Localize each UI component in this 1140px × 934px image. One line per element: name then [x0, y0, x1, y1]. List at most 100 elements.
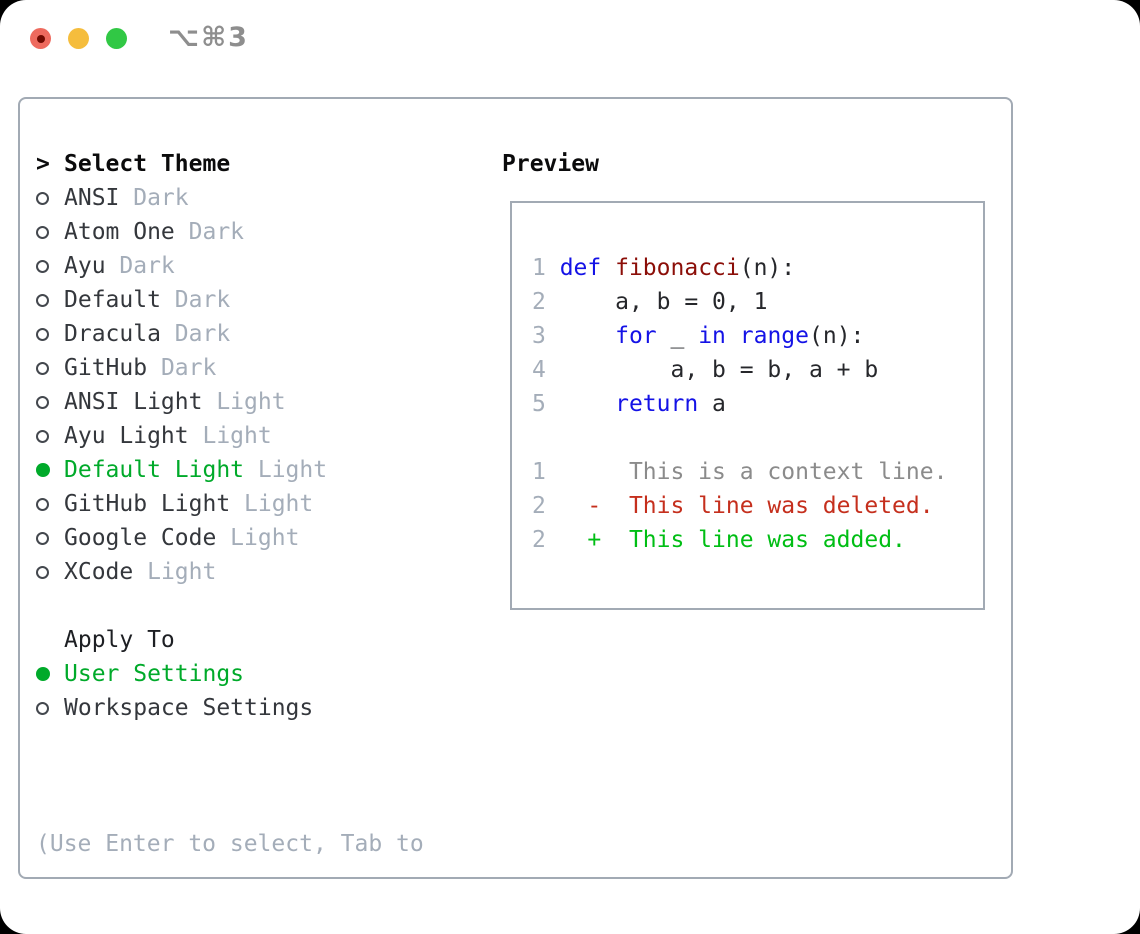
- variant-label: Dark: [160, 321, 231, 347]
- line-number: 4: [532, 357, 560, 383]
- variant-label: Light: [230, 491, 314, 517]
- option-label: Default Light: [64, 457, 245, 483]
- help-line-2: change focus): [36, 929, 496, 934]
- line-number: 2: [532, 493, 560, 519]
- code-line: 3 for _ in range(n):: [532, 319, 983, 353]
- minimize-button[interactable]: [68, 28, 89, 49]
- line-number: 2: [532, 527, 560, 553]
- code-line: 5 return a: [532, 387, 983, 421]
- help-text: (Use Enter to select, Tab to change focu…: [36, 759, 496, 934]
- radio-icon: [36, 191, 64, 205]
- titlebar: ⌥⌘3: [0, 0, 1140, 76]
- theme-option[interactable]: ANSI Dark: [36, 181, 496, 215]
- theme-option[interactable]: XCode Light: [36, 555, 496, 589]
- theme-option[interactable]: GitHub Light Light: [36, 487, 496, 521]
- theme-option[interactable]: GitHub Dark: [36, 351, 496, 385]
- focus-arrow-icon: >: [36, 151, 50, 177]
- variant-label: Light: [133, 559, 217, 585]
- radio-icon: [36, 225, 64, 239]
- code-segment-keyword: return: [615, 391, 699, 417]
- theme-option[interactable]: ANSI Light Light: [36, 385, 496, 419]
- option-label: GitHub: [64, 355, 148, 381]
- radio-icon: [36, 327, 64, 341]
- window-title: ⌥⌘3: [168, 22, 249, 53]
- code-line: 2 - This line was deleted.: [532, 489, 983, 523]
- option-label: Ayu Light: [64, 423, 189, 449]
- spacer: [36, 589, 496, 623]
- option-label: Ayu: [64, 253, 106, 279]
- radio-icon: [36, 565, 64, 579]
- code-segment-keyword: def: [559, 255, 602, 281]
- variant-label: Light: [202, 389, 286, 415]
- line-number: 1: [532, 255, 560, 281]
- option-label: Dracula: [64, 321, 161, 347]
- line-number: 1: [532, 459, 560, 485]
- code-segment-plain: [726, 323, 740, 349]
- option-label: Default: [64, 287, 161, 313]
- select-theme-header: > Select Theme: [36, 147, 496, 181]
- variant-label: Light: [188, 423, 272, 449]
- help-line-1: (Use Enter to select, Tab to: [36, 831, 424, 857]
- variant-label: Dark: [105, 253, 175, 279]
- radio-icon: [36, 429, 64, 443]
- variant-label: Dark: [147, 355, 217, 381]
- radio-icon: [36, 531, 64, 545]
- code-segment-keyword: in: [698, 323, 726, 349]
- code-line: [532, 421, 983, 455]
- zoom-button[interactable]: [106, 28, 127, 49]
- radio-icon: [36, 361, 64, 375]
- line-number: 3: [532, 323, 560, 349]
- theme-option[interactable]: Ayu Dark: [36, 249, 496, 283]
- option-label: Atom One: [64, 219, 175, 245]
- variant-label: Dark: [160, 287, 231, 313]
- theme-option[interactable]: Default Light Light: [36, 453, 496, 487]
- radio-icon: [36, 293, 64, 307]
- code-segment-plain: a, b = 0, 1: [559, 289, 768, 315]
- radio-selected-icon: [36, 667, 64, 681]
- option-label: Google Code: [64, 525, 217, 551]
- option-label: XCode: [64, 559, 134, 585]
- code-segment-plain: (n):: [809, 323, 865, 349]
- code-segment-keyword: range: [739, 323, 809, 349]
- select-theme-title: Select Theme: [64, 151, 231, 177]
- code-segment-plain: [560, 323, 615, 349]
- code-segment-keyword: for: [615, 323, 657, 349]
- code-segment-plain: a, b = b, a + b: [559, 357, 879, 383]
- option-label: ANSI Light: [64, 389, 203, 415]
- code-segment-plain: _: [656, 323, 699, 349]
- code-segment-plain: (n):: [739, 255, 796, 281]
- close-button[interactable]: [30, 28, 51, 49]
- apply-to-header: Apply To: [36, 623, 496, 657]
- option-label: Workspace Settings: [64, 695, 314, 721]
- theme-option[interactable]: Atom One Dark: [36, 215, 496, 249]
- apply-option[interactable]: Workspace Settings: [36, 691, 496, 725]
- code-segment-plain: [601, 255, 615, 281]
- apply-to-title: Apply To: [64, 627, 175, 653]
- theme-option[interactable]: Default Dark: [36, 283, 496, 317]
- option-label: User Settings: [64, 661, 245, 687]
- code-line: 1 def fibonacci(n):: [532, 251, 983, 285]
- apply-option[interactable]: User Settings: [36, 657, 496, 691]
- radio-icon: [36, 259, 64, 273]
- preview-title: Preview: [502, 151, 599, 177]
- line-number: 5: [532, 391, 560, 417]
- code-segment-plain: [560, 391, 615, 417]
- theme-option[interactable]: Google Code Light: [36, 521, 496, 555]
- radio-selected-icon: [36, 463, 64, 477]
- code-segment-context: This is a context line.: [559, 459, 948, 485]
- variant-label: Dark: [174, 219, 245, 245]
- code-segment-plain: a: [698, 391, 726, 417]
- close-dot-icon: [36, 34, 45, 43]
- radio-icon: [36, 497, 64, 511]
- code-line: 2 a, b = 0, 1: [532, 285, 983, 319]
- theme-option[interactable]: Dracula Dark: [36, 317, 496, 351]
- variant-label: Dark: [119, 185, 189, 211]
- code-line: 1 This is a context line.: [532, 455, 983, 489]
- theme-option[interactable]: Ayu Light Light: [36, 419, 496, 453]
- code-line: 4 a, b = b, a + b: [532, 353, 983, 387]
